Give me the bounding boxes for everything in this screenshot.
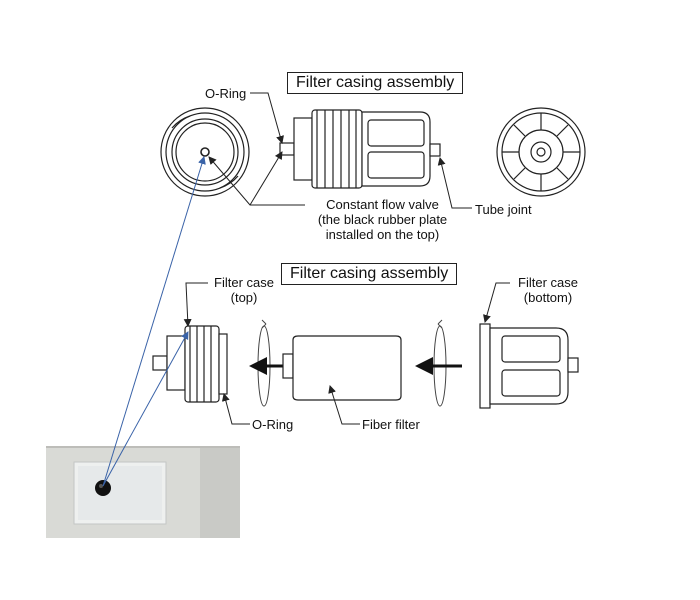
rotate-arrow-icon <box>433 319 447 407</box>
filter-case-top-part <box>152 325 228 403</box>
o-ring-bottom-label: O-Ring <box>252 417 294 432</box>
constant-flow-valve-line-2: (the black rubber plate <box>317 212 448 227</box>
top-title-box: Filter casing assembly <box>287 72 464 94</box>
rotate-arrow-icon <box>257 319 271 407</box>
filter-case-bottom-part <box>479 323 579 409</box>
bottom-title-box: Filter casing assembly <box>281 263 458 285</box>
fiber-filter-part <box>282 335 402 401</box>
filter-case-bottom-line-2: (bottom) <box>523 290 573 305</box>
filter-case-top-line-1: Filter case <box>214 275 274 290</box>
photo-pointer-lines <box>102 156 206 487</box>
bottom-cap-end-view <box>496 107 586 197</box>
fiber-filter-label: Fiber filter <box>362 417 420 432</box>
top-cap-end-view <box>160 107 250 197</box>
top-leader-lines <box>208 92 472 209</box>
assembled-casing-side-view <box>279 109 441 189</box>
constant-flow-valve-line-3: installed on the top) <box>325 227 440 242</box>
filter-case-top-label: Filter case (top) <box>208 275 280 305</box>
bottom-leader-lines <box>183 282 510 425</box>
constant-flow-valve-line-1: Constant flow valve <box>326 197 439 212</box>
constant-flow-valve-label: Constant flow valve (the black rubber pl… <box>300 197 465 242</box>
o-ring-top-label: O-Ring <box>205 86 247 101</box>
tube-joint-label: Tube joint <box>475 202 532 217</box>
valve-photo <box>46 446 240 538</box>
filter-case-bottom-label: Filter case (bottom) <box>510 275 586 305</box>
filter-case-bottom-line-1: Filter case <box>518 275 578 290</box>
filter-case-top-line-2: (top) <box>230 290 258 305</box>
